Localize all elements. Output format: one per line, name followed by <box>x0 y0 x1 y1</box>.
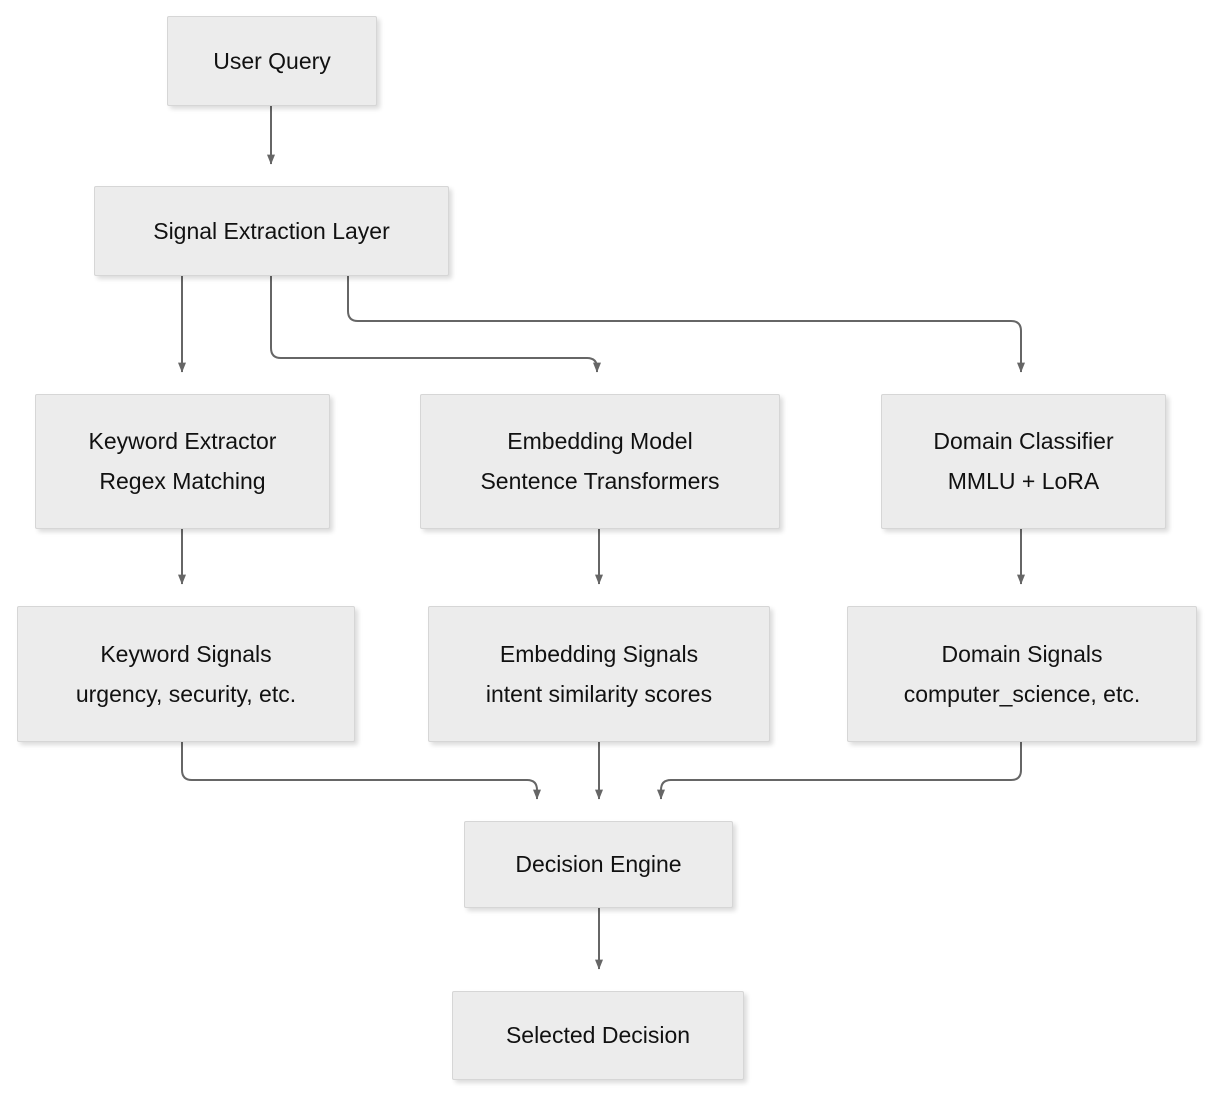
node-keyword-extractor-label: Keyword Extractor <box>88 428 277 454</box>
edge-domain-signals-to-decision-engine <box>657 742 1022 800</box>
node-keyword-extractor[interactable]: Keyword Extractor Regex Matching <box>35 394 330 529</box>
node-embedding-signals[interactable]: Embedding Signals intent similarity scor… <box>428 606 770 742</box>
edge-keyword-signals-to-decision-engine <box>181 742 541 800</box>
node-signal-extraction-layer-label: Signal Extraction Layer <box>153 217 390 244</box>
node-decision-engine[interactable]: Decision Engine <box>464 821 733 908</box>
node-embedding-signals-sublabel: intent similarity scores <box>485 680 713 707</box>
node-embedding-model-sublabel: Sentence Transformers <box>480 468 720 494</box>
node-domain-signals[interactable]: Domain Signals computer_science, etc. <box>847 606 1197 742</box>
node-selected-decision-label: Selected Decision <box>505 1022 691 1048</box>
node-domain-classifier[interactable]: Domain Classifier MMLU + LoRA <box>881 394 1166 529</box>
node-user-query[interactable]: User Query <box>167 16 377 106</box>
node-domain-classifier-label: Domain Classifier <box>933 428 1114 454</box>
node-embedding-model-label: Embedding Model <box>507 428 693 454</box>
node-selected-decision[interactable]: Selected Decision <box>452 991 744 1080</box>
node-signal-extraction-layer[interactable]: Signal Extraction Layer <box>94 186 449 276</box>
node-domain-signals-sublabel: computer_science, etc. <box>903 680 1141 707</box>
node-embedding-signals-label: Embedding Signals <box>499 640 699 667</box>
node-domain-signals-label: Domain Signals <box>941 640 1103 667</box>
node-keyword-extractor-sublabel: Regex Matching <box>99 468 266 494</box>
edge-signal-extraction-to-domain-classifier <box>347 276 1025 373</box>
node-user-query-label: User Query <box>213 47 331 74</box>
node-embedding-model[interactable]: Embedding Model Sentence Transformers <box>420 394 780 529</box>
node-decision-engine-label: Decision Engine <box>515 851 682 877</box>
node-keyword-signals-sublabel: urgency, security, etc. <box>75 680 297 707</box>
node-keyword-signals[interactable]: Keyword Signals urgency, security, etc. <box>17 606 355 742</box>
node-domain-classifier-sublabel: MMLU + LoRA <box>947 468 1100 494</box>
edge-signal-extraction-to-embedding-model <box>270 276 601 373</box>
node-keyword-signals-label: Keyword Signals <box>100 640 272 667</box>
